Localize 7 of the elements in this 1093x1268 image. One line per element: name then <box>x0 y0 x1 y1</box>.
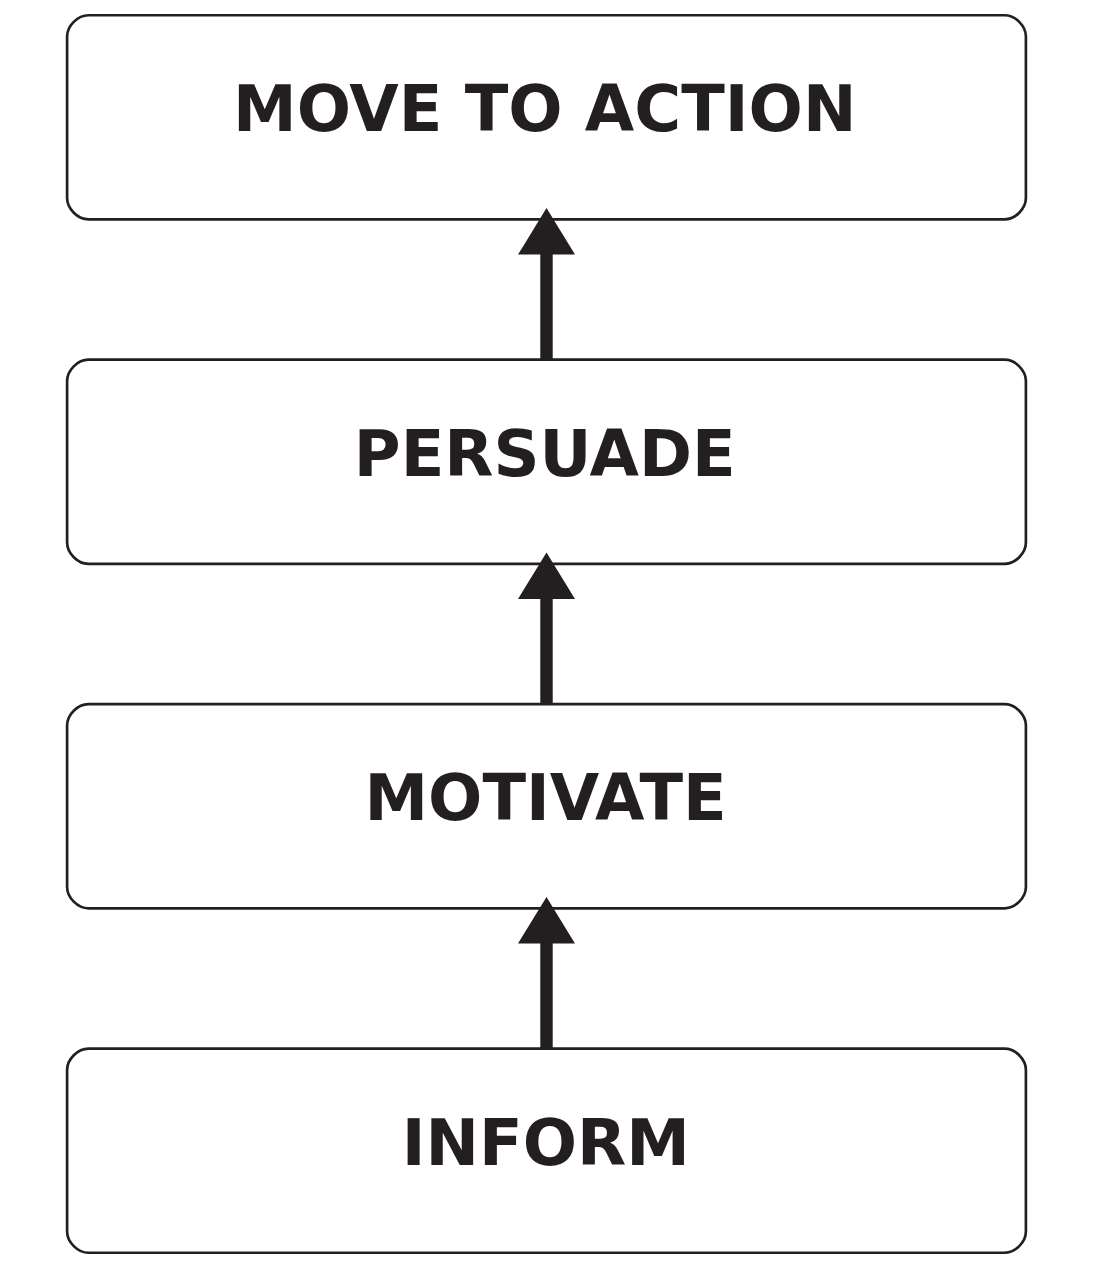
node-box: MOTIVATE <box>65 702 1028 910</box>
arrow <box>518 897 575 1049</box>
node-box: MOVE TO ACTION <box>65 13 1028 221</box>
node-box: PERSUADE <box>65 358 1028 566</box>
arrow <box>518 208 575 360</box>
node-box: INFORM <box>65 1047 1028 1255</box>
arrow <box>518 552 575 704</box>
